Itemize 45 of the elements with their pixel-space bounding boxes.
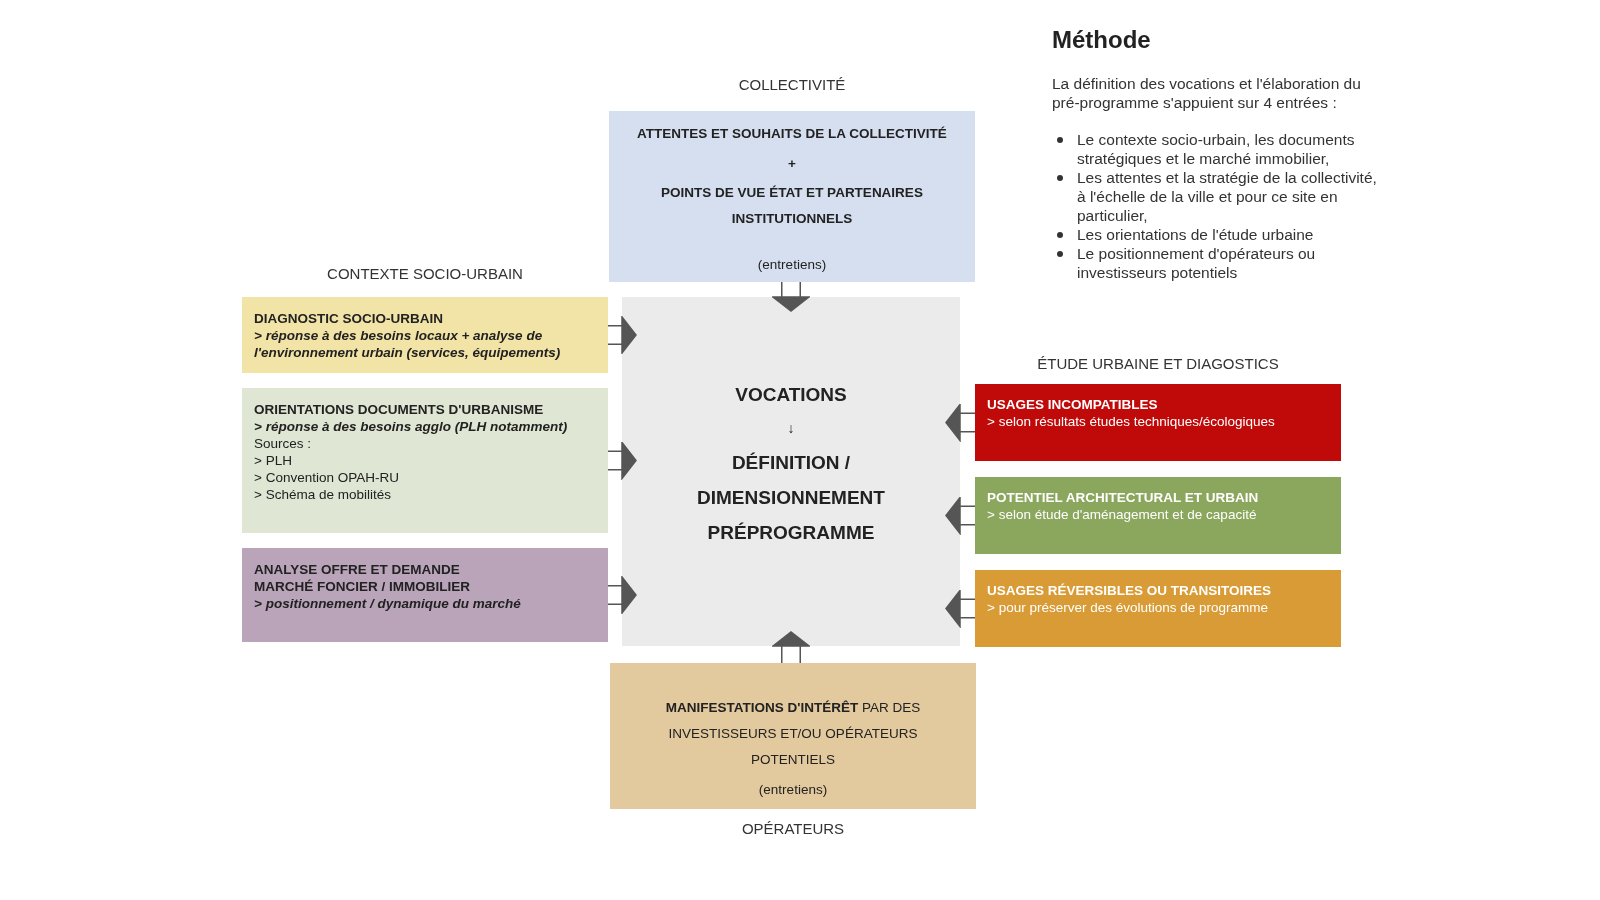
process-box — [609, 111, 975, 282]
box-description: > positionnement / dynamique du marché — [254, 595, 522, 612]
box-heading: USAGES RÉVERSIBLES OU TRANSITOIRES — [987, 582, 1273, 599]
process-box — [610, 663, 976, 809]
intro-paragraph: La définition des vocations et l'élaboration du pré-programme s'appuient sur 4 entrées : — [1052, 74, 1362, 112]
process-box — [622, 297, 960, 646]
section-heading: OPÉRATEURS — [740, 820, 846, 837]
process-box — [975, 477, 1341, 554]
box-heading: POTENTIEL ARCHITECTURAL ET URBAIN — [987, 489, 1260, 506]
plus-sign: + — [787, 155, 797, 172]
box-heading: POINTS DE VUE ÉTAT ET PARTENAIRES INSTITUTIONNELS — [660, 184, 924, 228]
bullet-text: Le positionnement d'opérateurs ou investisseurs potentiels — [1077, 244, 1317, 282]
group-heading: ÉTUDE URBAINE ET DIAGOSTICS — [1036, 355, 1280, 372]
process-box — [242, 548, 608, 642]
process-box — [242, 297, 608, 373]
box-heading: MARCHÉ FONCIER / IMMOBILIER — [254, 578, 471, 595]
process-box — [975, 570, 1341, 647]
bullet-text: Les orientations de l'étude urbaine — [1077, 225, 1315, 244]
box-note: (entretiens) — [756, 256, 828, 273]
group-heading: CONTEXTE SOCIO-URBAIN — [326, 265, 524, 282]
process-box — [975, 384, 1341, 461]
box-heading: VOCATIONS — [734, 383, 848, 407]
box-description: > pour préserver des évolutions de programme — [987, 599, 1270, 616]
box-heading: DÉFINITION / DIMENSIONNEMENT PRÉPROGRAMME — [696, 451, 886, 545]
down-arrow-glyph: ↓ — [786, 420, 796, 437]
box-heading: ATTENTES ET SOUHAITS DE LA COLLECTIVITÉ — [636, 125, 948, 143]
section-heading: COLLECTIVITÉ — [737, 76, 847, 93]
source-item: > PLH — [254, 452, 293, 469]
bullet-text: Le contexte socio-urbain, les documents stratégiques et le marché immobilier, — [1077, 130, 1356, 168]
box-heading: ORIENTATIONS DOCUMENTS D'URBANISME — [254, 401, 545, 418]
box-description: > réponse à des besoins locaux + analyse de l'environnement urbain (services, équipements) — [254, 327, 562, 361]
sources-label: Sources : — [254, 435, 313, 452]
box-heading: MANIFESTATIONS D'INTÉRÊT PAR DES INVESTISSEURS ET/OU OPÉRATEURS POTENTIELS — [664, 699, 922, 769]
source-item: > Convention OPAH-RU — [254, 469, 400, 486]
box-heading: DIAGNOSTIC SOCIO-URBAIN — [254, 310, 444, 327]
process-box — [242, 388, 608, 533]
box-description: > selon résultats études techniques/écologiques — [987, 413, 1276, 430]
box-description: > réponse à des besoins agglo (PLH notamment) — [254, 418, 569, 435]
source-item: > Schéma de mobilités — [254, 486, 392, 503]
box-heading: USAGES INCOMPATIBLES — [987, 396, 1159, 413]
box-description: > selon étude d'aménagement et de capacité — [987, 506, 1258, 523]
box-heading: ANALYSE OFFRE ET DEMANDE — [254, 561, 461, 578]
box-note: (entretiens) — [757, 781, 829, 798]
title: Méthode — [1052, 26, 1151, 54]
bullet-text: Les attentes et la stratégie de la collectivité, à l'échelle de la ville et pour ce site en particulier, — [1077, 168, 1377, 225]
